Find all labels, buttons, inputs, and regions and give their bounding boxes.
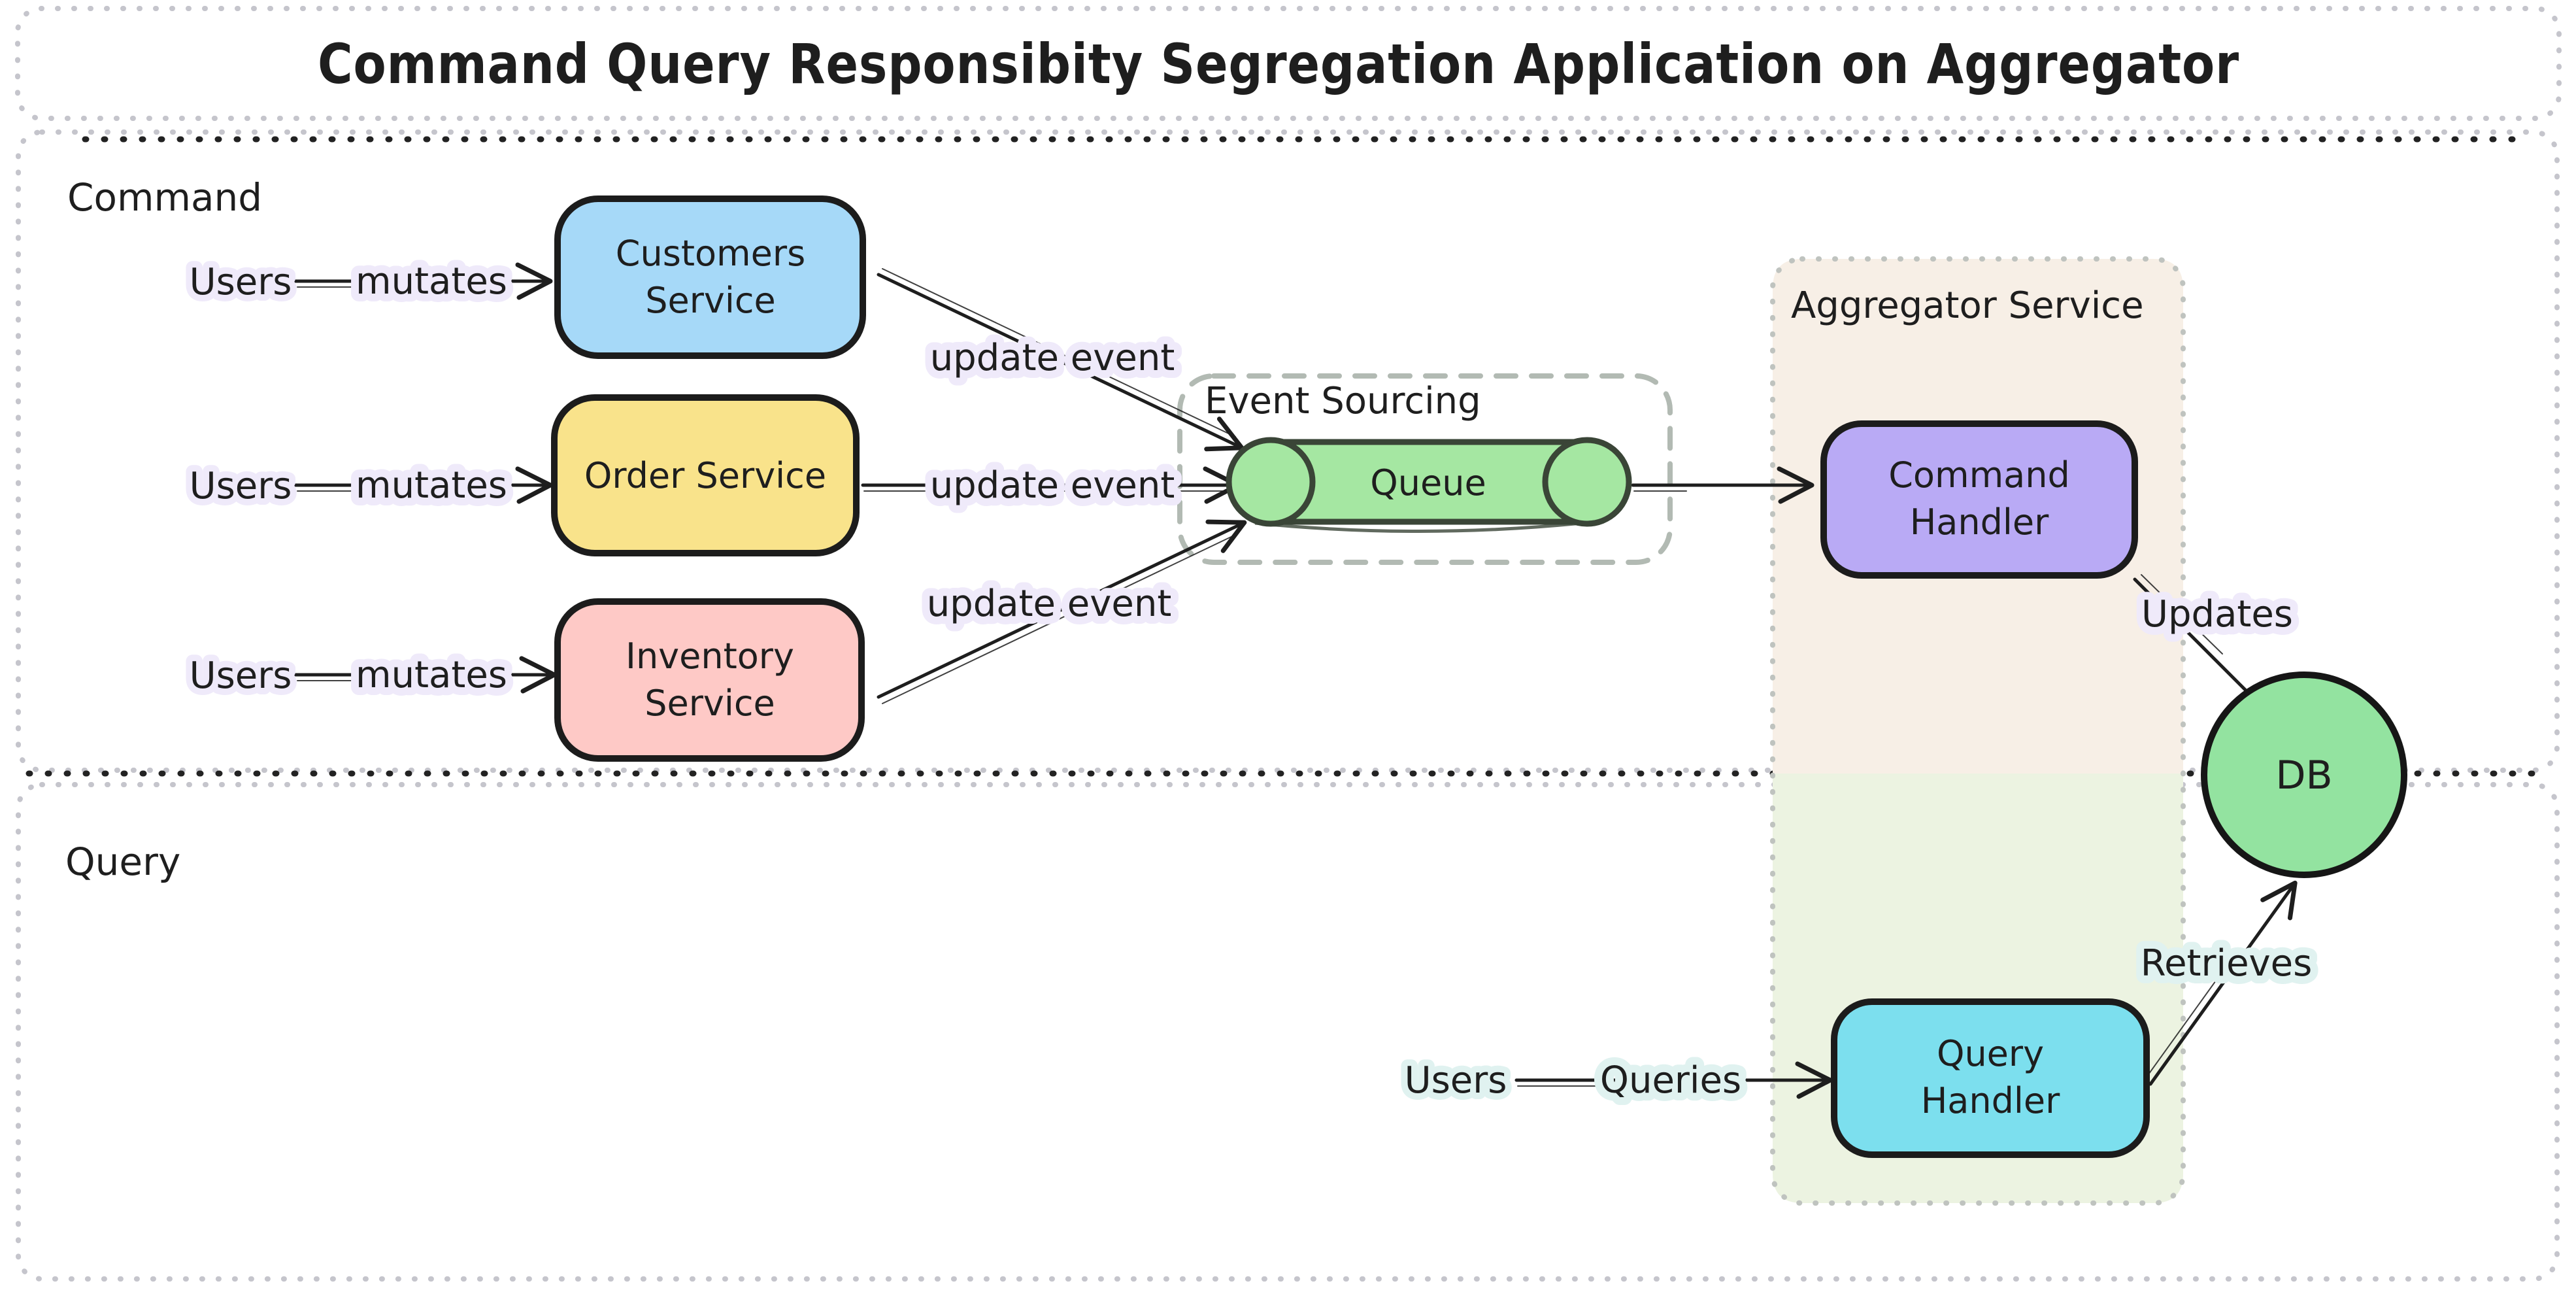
queries-label: Queries: [1600, 1059, 1741, 1102]
command-handler-label-line1: Command: [1888, 454, 2070, 496]
command-section-label: Command: [67, 175, 262, 220]
command-section: [16, 129, 2560, 773]
inventory-service-label-line1: Inventory: [626, 636, 794, 677]
customers-service-label-line1: Customers: [616, 233, 805, 274]
users-label-2: Users: [190, 465, 292, 507]
updates-label: Updates: [2141, 593, 2293, 636]
db-node: [2201, 672, 2407, 878]
diagram-title: Command Query Responsibity Segregation A…: [318, 32, 2239, 96]
event-sourcing-label: Event Sourcing: [1205, 380, 1481, 422]
order-service-label: Order Service: [584, 455, 826, 496]
mutates-label-1: mutates: [356, 260, 507, 303]
inventory-service-node: [554, 598, 865, 762]
arrow-commandhandler-db-sketch: [2141, 574, 2223, 654]
update-event-label-1: update event: [930, 337, 1175, 379]
arrow-customers-queue-sketch: [882, 268, 1236, 437]
aggregator-service-label: Aggregator Service: [1791, 284, 2144, 327]
mutates-label-2: mutates: [356, 464, 507, 507]
users-label-3: Users: [190, 654, 292, 697]
query-section-label: Query: [65, 840, 180, 884]
query-handler-label-line2: Handler: [1921, 1080, 2060, 1121]
mutates-label-3: mutates: [356, 654, 507, 696]
query-handler-label-line1: Query: [1937, 1033, 2044, 1074]
update-event-label-2: update event: [930, 464, 1175, 507]
db-label: DB: [2275, 753, 2332, 798]
customers-service-node: [554, 196, 866, 359]
query-handler-node: [1831, 998, 2150, 1158]
arrow-queryhandler-db-sketch: [2145, 971, 2223, 1080]
aggregator-service-container: [1770, 256, 2186, 1206]
update-event-label-3: update event: [927, 583, 1172, 625]
inventory-service-label-line2: Service: [644, 683, 775, 724]
arrow-inventory-queue-sketch: [882, 533, 1239, 704]
retrieves-label: Retrieves: [2141, 942, 2313, 985]
users-label-query: Users: [1405, 1059, 1507, 1102]
customers-service-label-line2: Service: [645, 280, 776, 321]
queue-label: Queue: [1370, 462, 1486, 503]
command-handler-node: [1820, 420, 2138, 579]
event-sourcing-container: [1177, 373, 1673, 565]
arrow-queryhandler-db: [2149, 880, 2298, 1086]
order-service-node: [551, 394, 860, 556]
users-label-1: Users: [190, 261, 292, 303]
queue-node: [1226, 437, 1632, 534]
arrow-inventory-queue: [877, 519, 1247, 699]
arrow-customers-queue: [877, 273, 1245, 452]
command-handler-label-line2: Handler: [1910, 502, 2049, 543]
